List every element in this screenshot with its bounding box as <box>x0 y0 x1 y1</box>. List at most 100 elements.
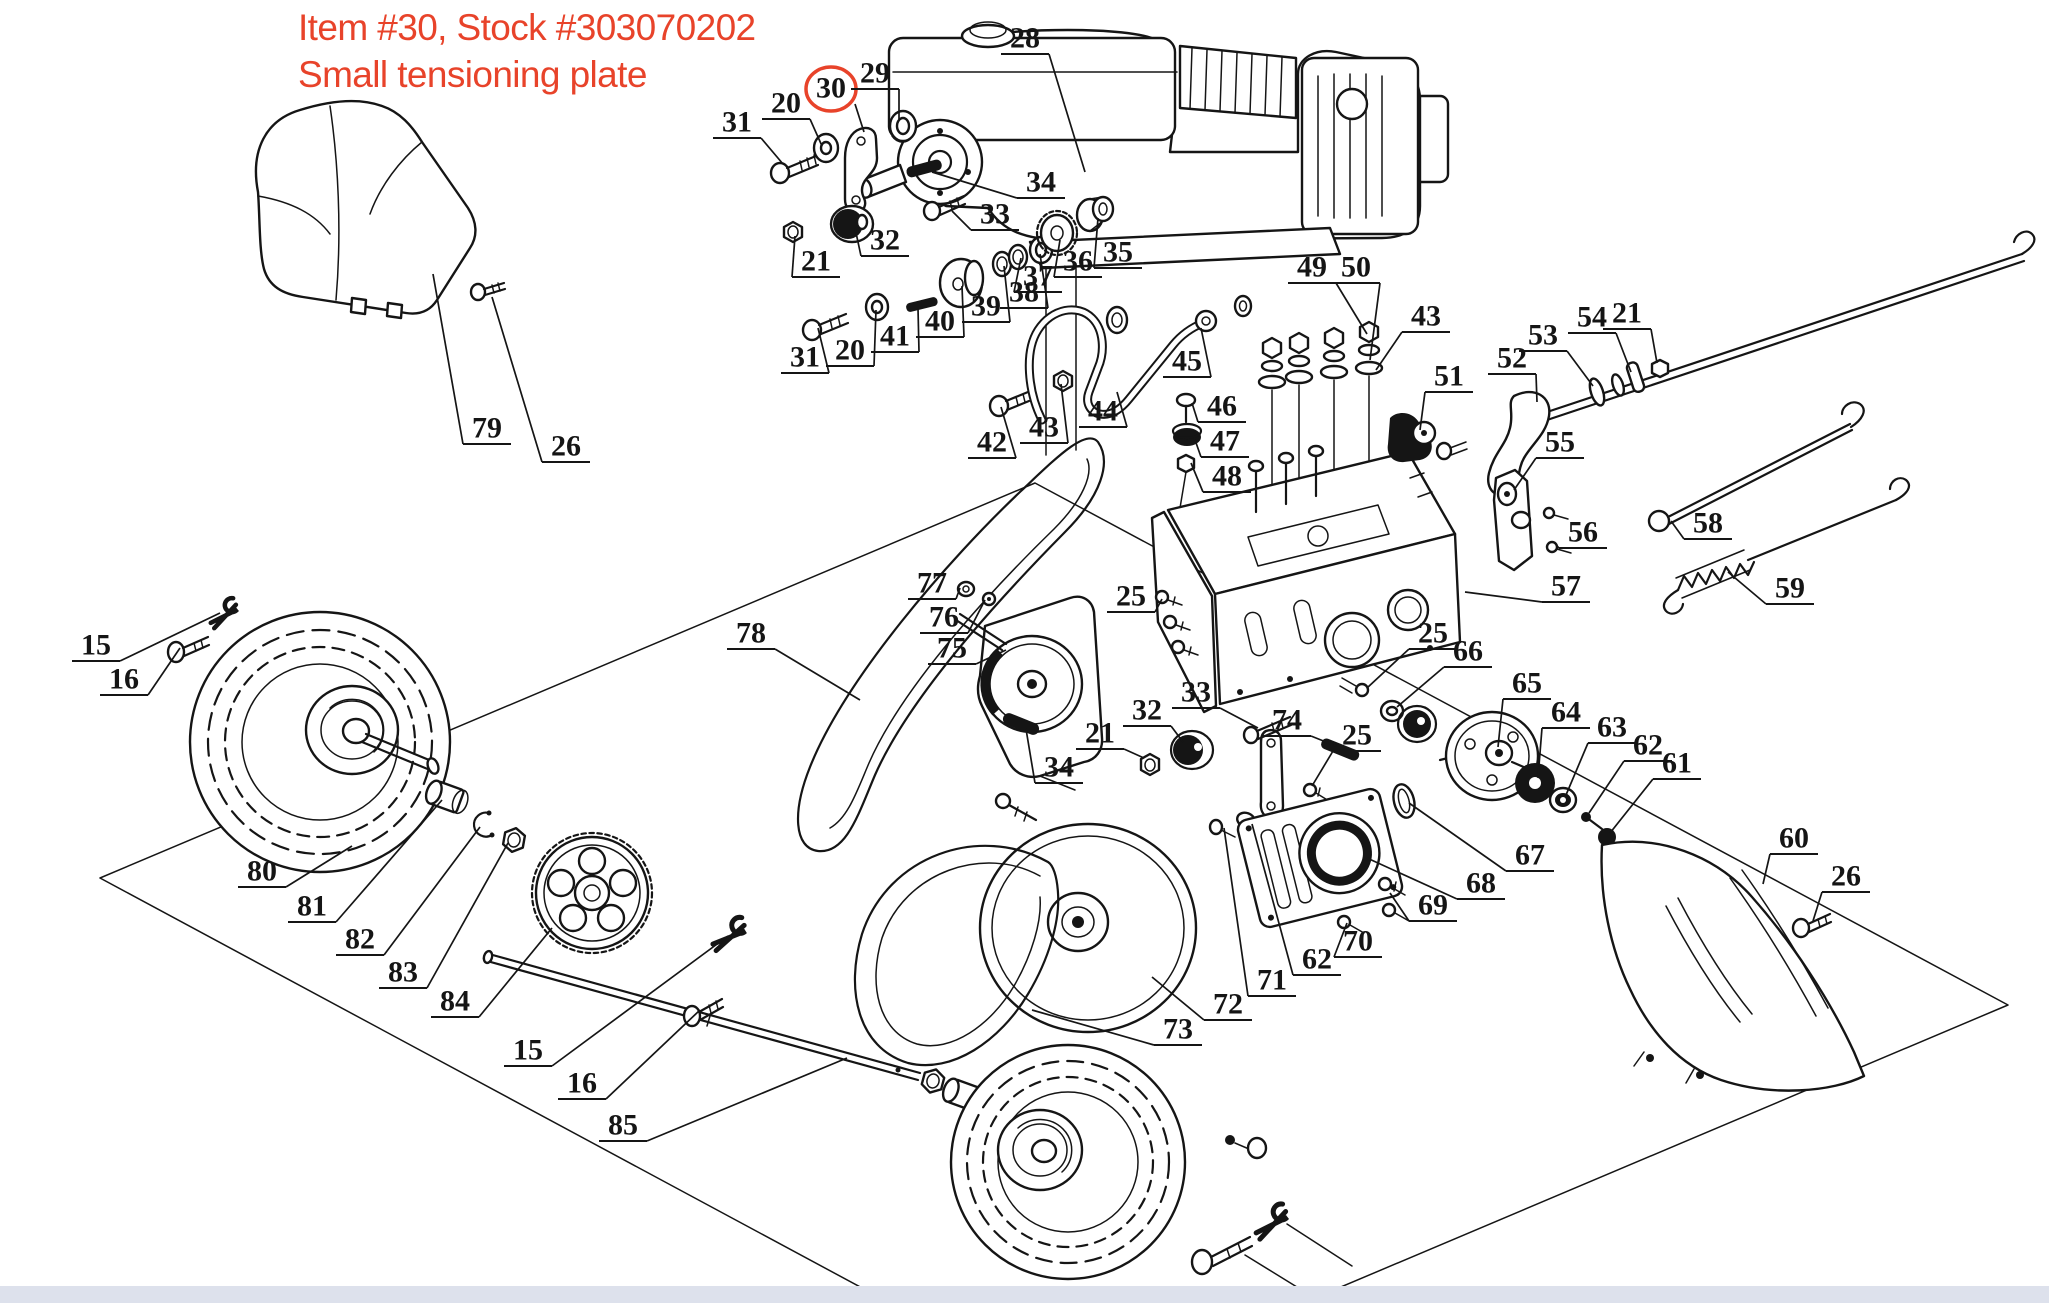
bolt-stack-46-48 <box>1171 392 1203 521</box>
part-label-70: 70 <box>1333 922 1382 958</box>
belt-78 <box>796 437 1105 853</box>
part-label-47: 47 <box>1193 425 1249 458</box>
bolts-25-left <box>1154 589 1199 656</box>
svg-text:43: 43 <box>1411 300 1441 333</box>
svg-text:72: 72 <box>1213 988 1243 1021</box>
part-label-67: 67 <box>1408 802 1554 872</box>
part-label-37: 37 <box>1013 257 1062 293</box>
svg-text:52: 52 <box>1497 342 1527 375</box>
pin-15-right <box>1253 1201 1290 1242</box>
svg-text:40: 40 <box>925 305 955 338</box>
svg-text:33: 33 <box>980 198 1010 231</box>
svg-text:34: 34 <box>1026 166 1056 199</box>
part-label-16: 16 <box>558 1009 701 1100</box>
svg-text:78: 78 <box>736 617 766 650</box>
part-label-73: 73 <box>1031 1009 1202 1046</box>
svg-text:38: 38 <box>1009 276 1039 309</box>
idler-pulley-assembly <box>954 580 1104 822</box>
right-wheel <box>949 1043 1187 1281</box>
pin-15-left <box>208 595 239 631</box>
part-label-76: 76 <box>920 599 986 634</box>
part-label-25: 25 <box>1366 617 1457 689</box>
small-tensioning-plate-30 <box>843 126 879 214</box>
part-label-32: 32 <box>1123 694 1184 743</box>
spring-34 <box>1002 713 1040 735</box>
gearbox-housing <box>1150 444 1462 714</box>
svg-text:85: 85 <box>608 1109 638 1142</box>
part-label-72: 72 <box>1151 976 1252 1021</box>
svg-text:32: 32 <box>1132 694 1162 727</box>
part-label-58: 58 <box>1670 507 1732 540</box>
svg-text:54: 54 <box>1577 301 1607 334</box>
svg-text:16: 16 <box>109 663 139 696</box>
bolt-31 <box>769 161 791 185</box>
part-label-50: 50 <box>1332 251 1381 361</box>
svg-text:39: 39 <box>971 290 1001 323</box>
svg-text:21: 21 <box>1612 297 1642 330</box>
part-label-38: 38 <box>1000 253 1049 309</box>
part-label-85: 85 <box>599 1057 848 1142</box>
part-label-57: 57 <box>1464 570 1590 603</box>
part-label-65: 65 <box>1497 667 1551 748</box>
lower-tensioner-hardware <box>1139 715 1360 1160</box>
part-label-62: 62 <box>1251 823 1341 976</box>
svg-text:16: 16 <box>567 1067 597 1100</box>
left-wheel <box>188 610 452 874</box>
part-label-51: 51 <box>1419 360 1473 431</box>
svg-text:29: 29 <box>860 57 890 90</box>
window-bottom-edge <box>0 1286 2049 1303</box>
part-label-32: 32 <box>854 224 909 257</box>
part-label-43: 43 <box>1375 300 1450 371</box>
part-label-20: 20 <box>826 309 877 367</box>
part-label-42: 42 <box>968 406 1017 459</box>
part-label-31: 31 <box>781 327 830 374</box>
part-label-56: 56 <box>1555 516 1607 549</box>
belt-73 <box>853 844 1060 1067</box>
svg-text:69: 69 <box>1418 889 1448 922</box>
svg-text:76: 76 <box>929 601 959 634</box>
part-label-84: 84 <box>431 927 553 1018</box>
part-label-59: 59 <box>1727 571 1814 605</box>
svg-text:32: 32 <box>870 224 900 257</box>
part-label-43: 43 <box>1020 383 1069 444</box>
part-label-40: 40 <box>916 285 965 338</box>
pulley-72 <box>978 822 1198 1034</box>
svg-text:20: 20 <box>835 334 865 367</box>
part-label-81: 81 <box>288 799 443 923</box>
part-label-82: 82 <box>336 826 481 956</box>
svg-text:31: 31 <box>722 106 752 139</box>
svg-text:45: 45 <box>1172 345 1202 378</box>
svg-text:21: 21 <box>1085 717 1115 750</box>
o-ring-67 <box>1392 783 1416 819</box>
part-label-39: 39 <box>962 265 1011 323</box>
fuel-cap <box>960 23 1016 49</box>
pulley-40 <box>938 257 985 309</box>
pin-15-mid <box>710 914 747 954</box>
svg-text:34: 34 <box>1044 751 1074 784</box>
svg-text:65: 65 <box>1512 667 1542 700</box>
svg-text:44: 44 <box>1088 395 1118 428</box>
friction-plate-assembly <box>1236 787 1410 934</box>
svg-text:64: 64 <box>1551 696 1581 729</box>
svg-text:83: 83 <box>388 956 418 989</box>
svg-text:20: 20 <box>771 87 801 120</box>
skid-plate-60 <box>1600 840 1866 1092</box>
svg-text:73: 73 <box>1163 1013 1193 1046</box>
svg-text:31: 31 <box>790 341 820 374</box>
svg-text:25: 25 <box>1342 719 1372 752</box>
svg-text:26: 26 <box>551 430 581 463</box>
part-label-15: 15 <box>72 612 221 662</box>
axle-hardware-left <box>424 779 527 854</box>
svg-text:71: 71 <box>1257 964 1287 997</box>
svg-text:26: 26 <box>1831 860 1861 893</box>
svg-text:77: 77 <box>917 567 947 600</box>
part-label-83: 83 <box>379 842 509 989</box>
part-label-68: 68 <box>1366 857 1505 900</box>
bolt-33 <box>922 200 942 222</box>
svg-text:41: 41 <box>880 320 910 353</box>
part-label-60: 60 <box>1762 822 1818 885</box>
svg-text:51: 51 <box>1434 360 1464 393</box>
part-label-28: 28 <box>1001 22 1086 173</box>
part-label-44: 44 <box>1079 391 1128 428</box>
pin-41 <box>906 297 938 312</box>
